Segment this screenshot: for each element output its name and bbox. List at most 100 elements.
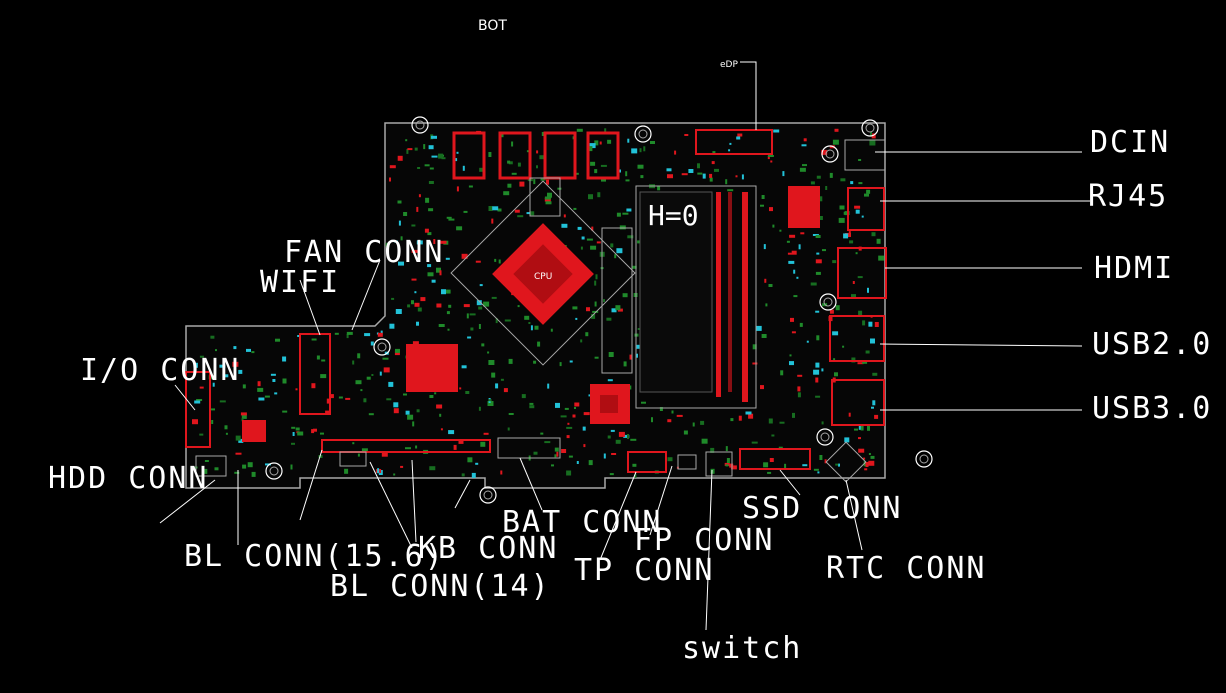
label-wifi: WIFI <box>260 265 340 300</box>
smd-component <box>737 133 743 137</box>
smd-component <box>639 148 642 153</box>
smd-component <box>843 233 849 239</box>
smd-component <box>626 208 632 212</box>
smd-component <box>576 461 579 464</box>
smd-component <box>275 338 280 342</box>
smd-component <box>793 295 798 298</box>
smd-component <box>787 252 792 255</box>
smd-component <box>488 399 492 402</box>
smd-component <box>380 330 383 335</box>
smd-component <box>326 398 330 404</box>
smd-component <box>519 181 525 187</box>
smd-component <box>487 401 494 406</box>
smd-component <box>583 444 586 448</box>
smd-component <box>769 207 773 212</box>
smd-component <box>566 470 572 476</box>
smd-component <box>416 321 419 326</box>
smd-component <box>572 306 578 310</box>
smd-component <box>291 426 296 429</box>
smd-component <box>232 361 239 367</box>
height-marker: H=0 <box>648 199 699 232</box>
smd-component <box>697 163 700 169</box>
smd-component <box>842 345 845 348</box>
smd-component <box>816 252 820 255</box>
smd-component <box>441 157 446 160</box>
smd-component <box>791 250 797 255</box>
smd-component <box>810 282 817 286</box>
smd-component <box>586 307 590 312</box>
smd-component <box>855 209 860 214</box>
smd-component <box>414 302 420 307</box>
smd-component <box>292 432 295 436</box>
smd-component <box>858 182 863 185</box>
smd-component <box>544 197 551 202</box>
smd-component <box>604 128 607 134</box>
smd-component <box>764 278 767 283</box>
smd-component <box>428 208 434 212</box>
smd-component <box>507 427 510 431</box>
smd-component <box>771 434 775 437</box>
smd-component <box>524 315 530 320</box>
smd-component <box>797 386 801 392</box>
smd-component <box>521 394 526 399</box>
smd-component <box>371 374 374 376</box>
smd-component <box>741 174 744 180</box>
smd-component <box>727 189 734 192</box>
smd-component <box>824 459 827 464</box>
smd-component <box>391 297 395 300</box>
smd-component <box>411 249 418 253</box>
smd-component <box>400 236 403 241</box>
smd-component <box>684 134 689 136</box>
smd-component <box>591 226 594 231</box>
smd-component <box>711 161 715 165</box>
smd-component <box>403 212 408 216</box>
smd-component <box>204 468 208 474</box>
smd-component <box>868 321 873 327</box>
mounting-hole-inner <box>638 129 648 139</box>
smd-component <box>773 129 780 133</box>
smd-component <box>667 419 672 423</box>
smd-component <box>871 133 876 139</box>
smd-component <box>752 344 757 350</box>
smd-component <box>320 374 327 379</box>
smd-component <box>471 472 476 478</box>
smd-component <box>388 381 394 387</box>
smd-component <box>834 372 838 377</box>
smd-component <box>779 229 782 232</box>
leader-lines <box>159 151 1090 631</box>
smd-component <box>423 144 426 150</box>
smd-component <box>465 391 470 394</box>
smd-component <box>692 422 695 427</box>
smd-component <box>456 186 459 192</box>
smd-component <box>554 447 559 452</box>
smd-component <box>615 305 621 311</box>
smd-component <box>479 284 483 287</box>
smd-component <box>607 139 612 144</box>
smd-component <box>564 407 569 410</box>
smd-component <box>403 393 407 396</box>
smd-component <box>816 335 820 341</box>
smd-component <box>848 231 851 234</box>
smd-component <box>416 240 423 245</box>
smd-component <box>782 171 785 177</box>
smd-component <box>709 173 713 178</box>
smd-component <box>554 454 557 458</box>
smd-component <box>878 255 885 261</box>
smd-component <box>536 165 538 169</box>
smd-component <box>407 304 411 308</box>
smd-component <box>606 317 612 321</box>
smd-component <box>779 421 785 424</box>
smd-component <box>610 243 614 248</box>
smd-component <box>860 425 864 431</box>
smd-component <box>551 464 554 467</box>
smd-component <box>870 338 875 344</box>
smd-component <box>637 164 644 169</box>
smd-component <box>487 351 490 354</box>
smd-component <box>219 364 226 368</box>
smd-component <box>825 186 828 190</box>
smd-component <box>461 473 465 477</box>
mounting-hole-inner <box>865 123 875 133</box>
smd-component <box>478 306 483 310</box>
smd-component <box>561 449 567 453</box>
smd-component <box>583 412 590 416</box>
